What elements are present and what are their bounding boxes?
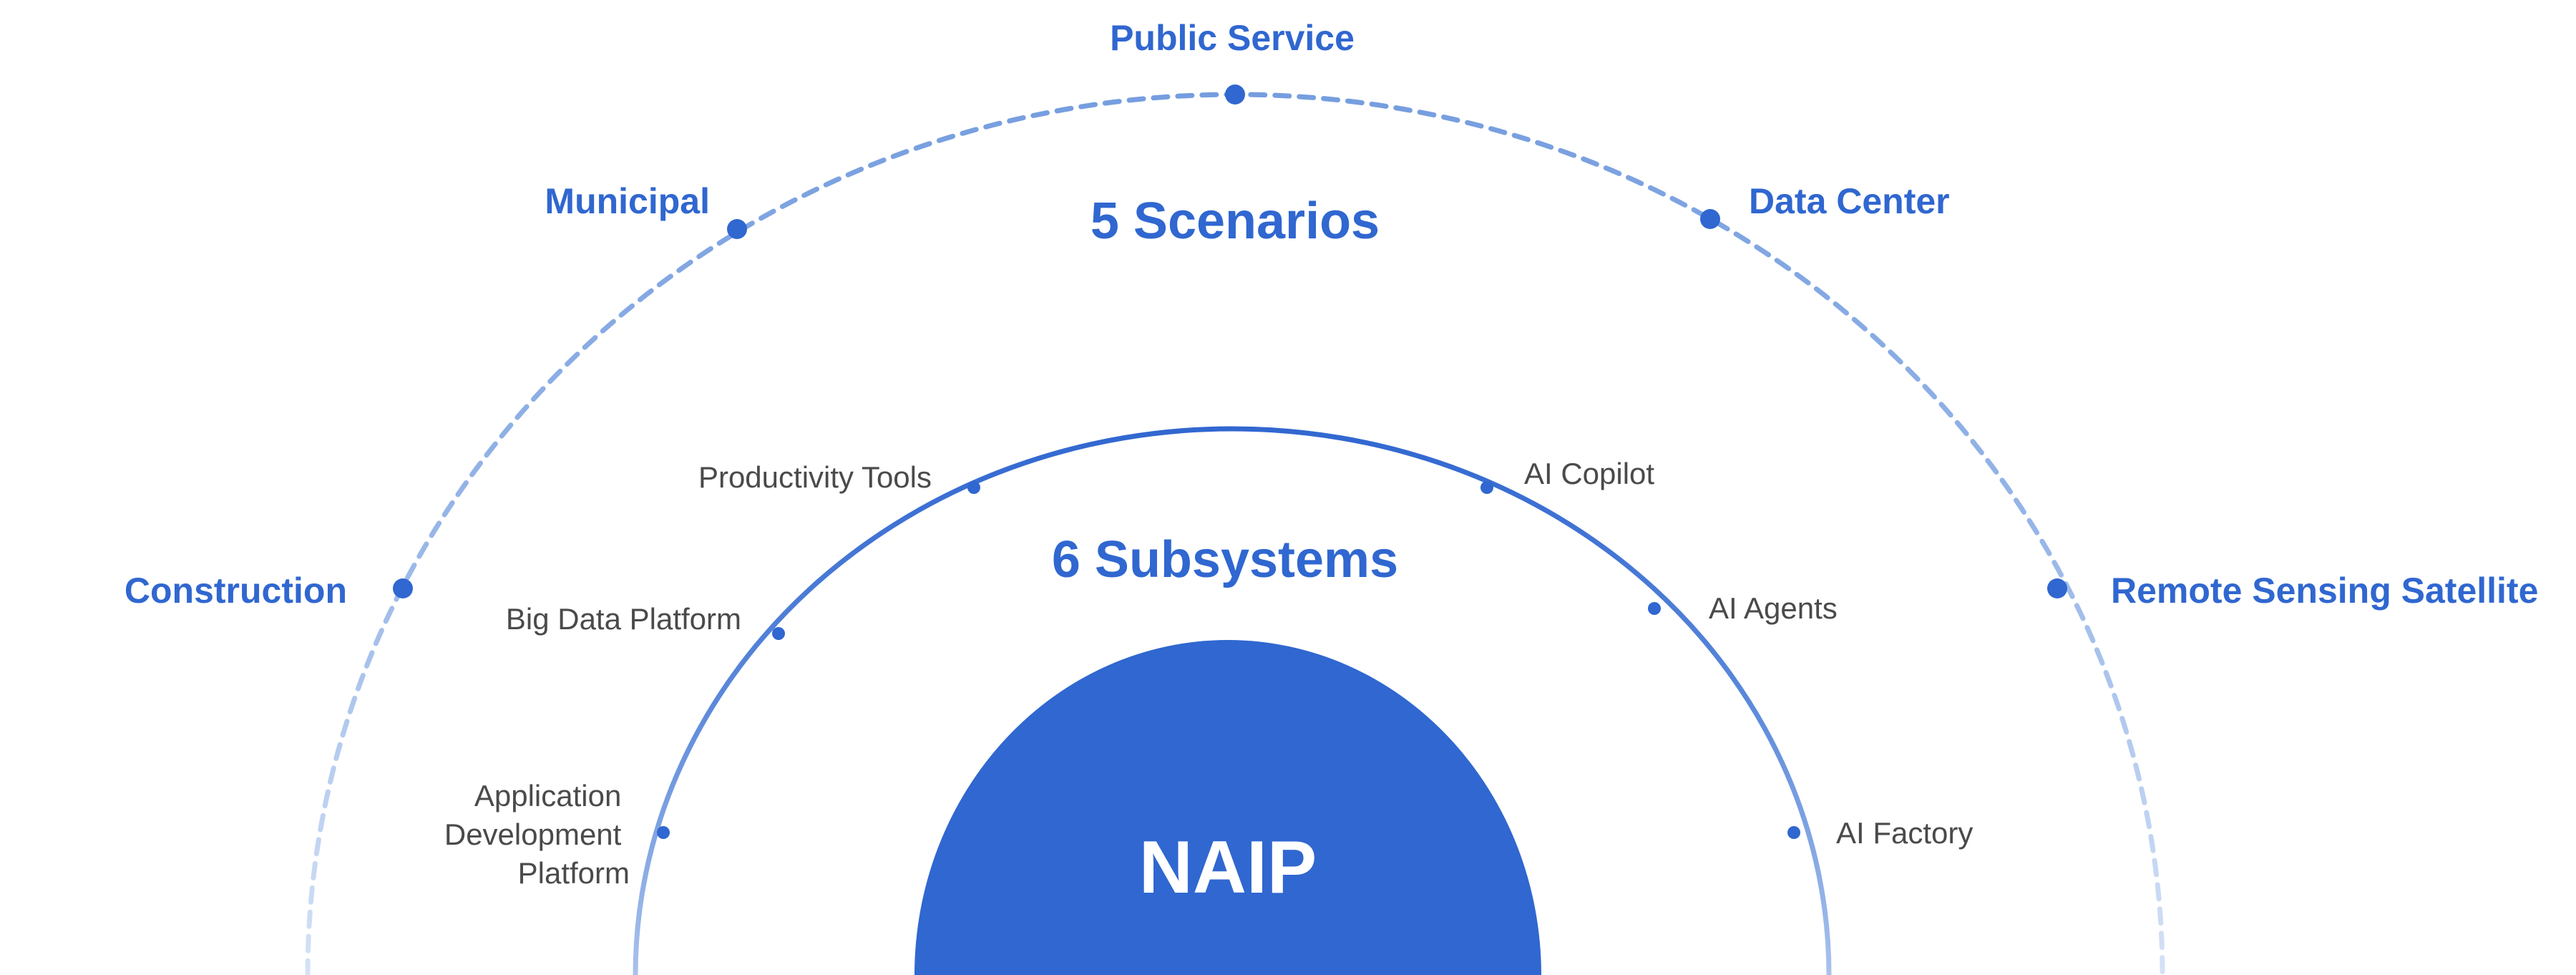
subsystem-dot-productivity-tools [967,481,980,494]
scenario-dot-data-center [1700,209,1720,229]
scenario-label-municipal: Municipal [545,181,710,221]
subsystems-arc [633,426,1832,975]
scenario-dot-municipal [727,219,747,239]
scenario-dot-remote-sensing [2047,578,2067,598]
core-label: NAIP [1139,826,1317,909]
subsystems-title: 6 Subsystems [1052,531,1398,588]
subsystem-dot-ai-copilot [1480,481,1493,494]
scenario-label-public-service: Public Service [1110,18,1355,58]
subsystem-label-app-dev-line-3: Platform [518,856,630,890]
scenarios-title: 5 Scenarios [1091,193,1380,250]
subsystem-dot-ai-agents [1648,602,1661,615]
subsystem-dot-ai-factory [1787,826,1800,839]
scenario-dot-public-service [1225,84,1245,105]
scenario-dot-construction [393,578,413,598]
subsystem-label-big-data: Big Data Platform [506,602,741,636]
subsystem-dot-big-data [772,627,785,640]
subsystem-label-app-dev: Application Development Platform [444,779,630,890]
subsystem-label-ai-copilot: AI Copilot [1524,457,1654,490]
subsystem-label-ai-agents: AI Agents [1709,591,1838,625]
scenario-label-data-center: Data Center [1749,181,1950,221]
subsystem-dot-app-dev [657,826,670,839]
subsystem-label-productivity-tools: Productivity Tools [698,460,932,494]
scenario-label-remote-sensing: Remote Sensing Satellite [2111,571,2538,611]
naip-core [914,640,1541,975]
subsystem-label-ai-factory: AI Factory [1836,816,1973,850]
scenario-label-construction: Construction [125,571,347,611]
subsystem-label-app-dev-line-1: Application [474,779,621,812]
subsystem-label-app-dev-line-2: Development [444,818,622,851]
